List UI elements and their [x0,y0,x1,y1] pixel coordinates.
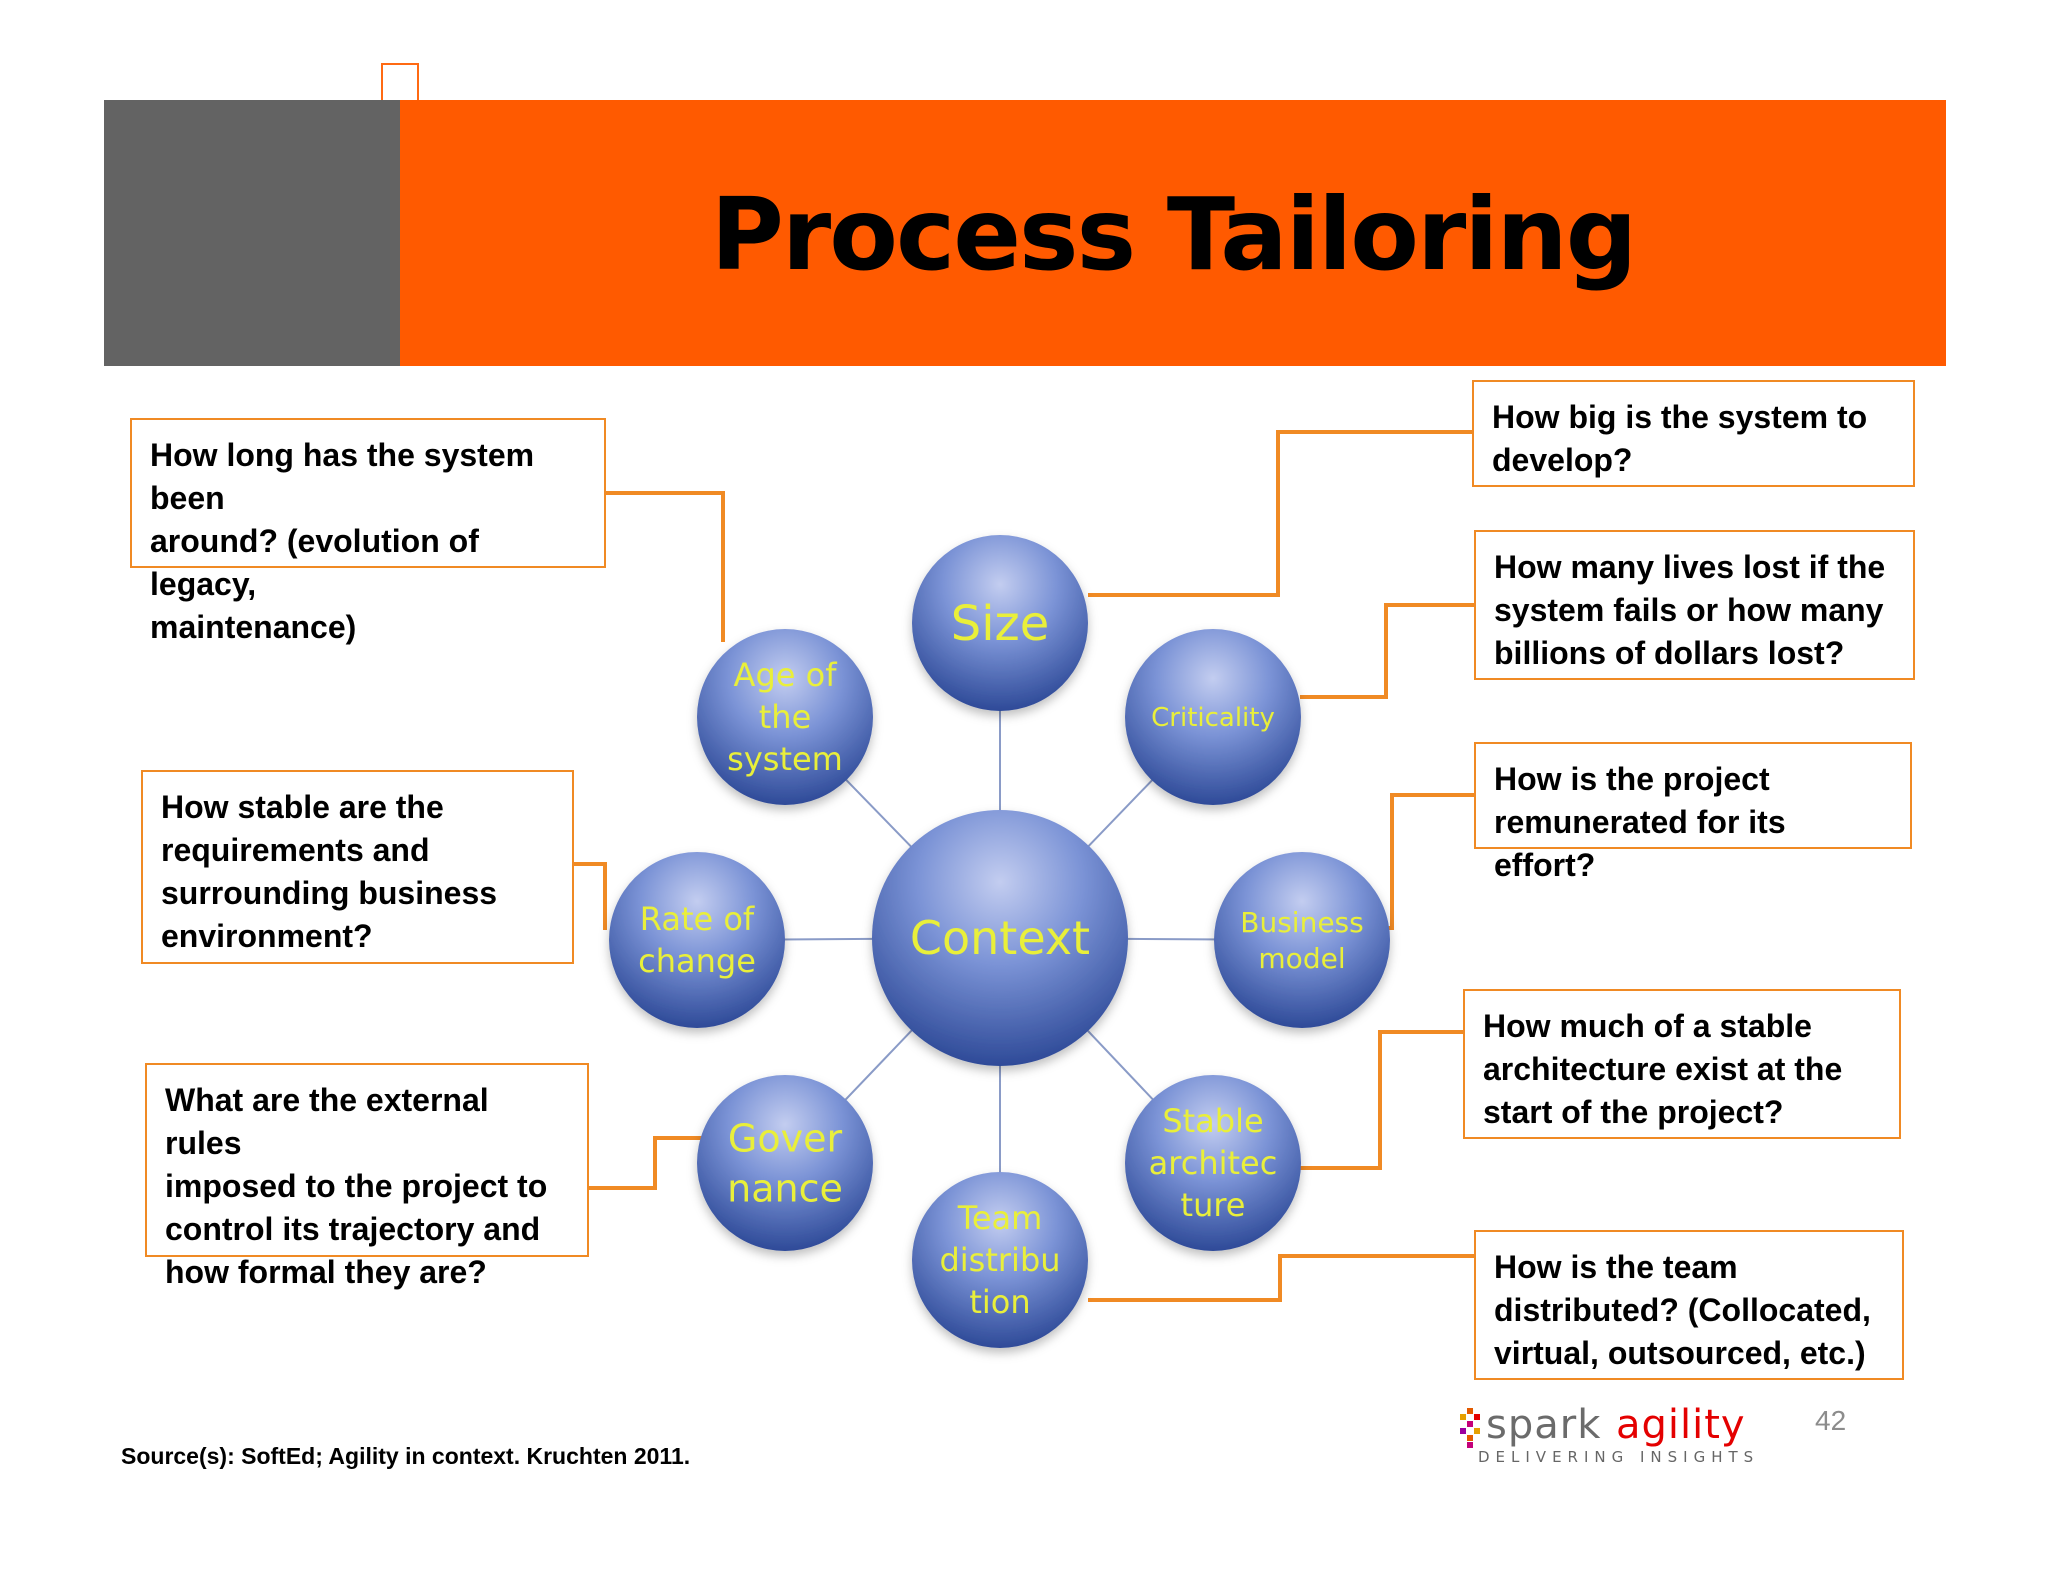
node-stable-architecture-label: ture [1181,1186,1246,1224]
node-governance-label: nance [727,1166,843,1210]
node-rate-of-change: Rate of change [609,852,785,1028]
question-business-model: How is the project remunerated for its e… [1474,742,1912,883]
node-size-circle [912,535,1088,711]
connector-criticality [1300,603,1474,699]
svg-text:agility: agility [1616,1402,1746,1448]
node-size: Size [912,535,1088,711]
node-rate-of-change-label: change [638,942,756,980]
svg-text:DELIVERING INSIGHTS: DELIVERING INSIGHTS [1478,1448,1759,1466]
node-size-label: Size [951,596,1050,652]
node-criticality: Criticality [1125,629,1301,805]
node-governance: Gover nance [697,1075,873,1251]
connectors [574,430,1474,1302]
node-age-of-the-system-label: Age of [734,656,838,694]
node-stable-architecture-circle [1125,1075,1301,1251]
node-stable-architecture: Stable architec ture [1125,1075,1301,1251]
svg-text:spark: spark [1486,1402,1601,1448]
question-rate-of-change: How stable are the requirements and surr… [141,770,574,964]
header-orange-bar [400,100,1946,366]
node-center: Context [872,810,1128,1066]
source-citation: Source(s): SoftEd; Agility in context. K… [121,1443,691,1469]
question-team-distribution: How is the team distributed? (Collocated… [1474,1230,1904,1380]
node-rate-of-change-label: Rate of [640,900,755,938]
node-team-distribution-circle [912,1172,1088,1348]
question-criticality: How many lives lost if the system fails … [1474,530,1915,680]
node-governance-label: Gover [728,1116,843,1160]
node-age-of-the-system-circle [697,629,873,805]
node-age-of-the-system-label: system [727,740,843,778]
node-center-label: Context [910,911,1090,965]
node-business-model-circle [1214,852,1390,1028]
question-age-of-system: How long has the system been around? (ev… [130,418,606,645]
node-team-distribution-label: distribu [939,1241,1060,1279]
node-criticality-label: Criticality [1151,703,1275,733]
node-rate-of-change-circle [609,852,785,1028]
node-business-model-label: Business [1240,906,1363,939]
question-governance: What are the external rules imposed to t… [145,1063,589,1290]
connector-team-distribution [1088,1254,1474,1302]
header-gray-block [104,100,400,366]
circle-nodes: Context SizeCriticalityBusinessmodelStabl… [609,535,1390,1348]
connector-age-of-the-system [606,491,725,642]
node-team-distribution-label: tion [969,1283,1030,1321]
question-stable-architecture: How much of a stable architecture exist … [1463,989,1901,1139]
node-age-of-the-system: Age of the system [697,629,873,805]
node-age-of-the-system-label: the [759,698,812,736]
corner-decoration [381,63,419,101]
node-governance-circle [697,1075,873,1251]
node-stable-architecture-label: Stable [1162,1102,1263,1140]
connector-size [1088,430,1472,597]
connector-stable-architecture [1300,1030,1463,1170]
connector-business-model [1388,793,1474,930]
question-size: How big is the system to develop? [1472,380,1915,487]
slide-title: Process Tailoring [710,176,1638,293]
node-business-model-label: model [1258,942,1345,975]
node-criticality-circle [1125,629,1301,805]
page-number: 42 [1815,1405,1847,1436]
sparkagility-logo: spark agility DELIVERING INSIGHTS [1460,1402,1759,1466]
connector-governance [589,1136,725,1190]
connector-rate-of-change [574,862,607,930]
node-stable-architecture-label: architec [1149,1144,1278,1182]
node-team-distribution-label: Team [957,1199,1043,1237]
node-center-circle [872,810,1128,1066]
node-team-distribution: Team distribu tion [912,1172,1088,1348]
